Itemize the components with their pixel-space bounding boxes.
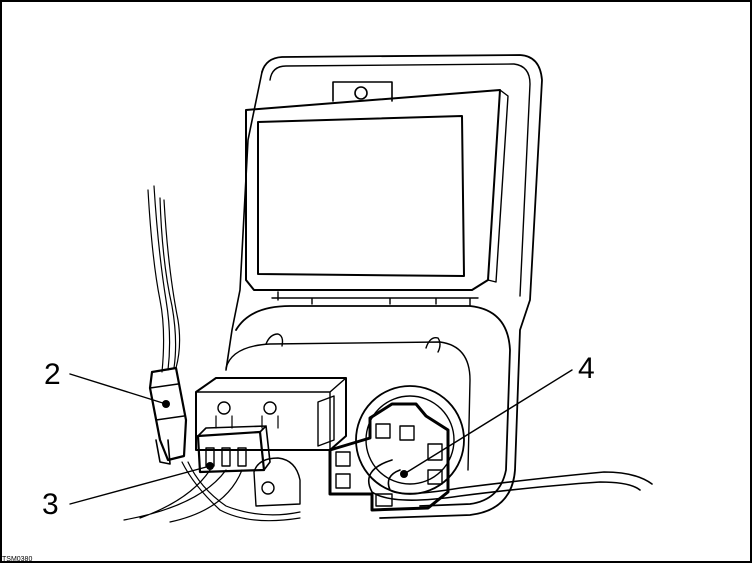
figure-code: TSM0380 — [2, 556, 33, 563]
wire-bundle-lower — [123, 461, 301, 523]
plug-2-body — [148, 366, 188, 462]
top-bracket — [332, 81, 393, 102]
leader-dot-2 — [162, 400, 170, 408]
callout-4-label: 4 — [578, 352, 595, 385]
callout-2-label: 2 — [44, 358, 61, 391]
leader-line-2 — [69, 373, 167, 405]
relay-knob-left-icon — [217, 401, 231, 415]
callout-3-label: 3 — [42, 488, 59, 521]
plug-4-cells — [335, 423, 443, 507]
lower-panel — [235, 305, 511, 507]
leader-line-3 — [69, 465, 211, 505]
housing-outer — [261, 54, 543, 519]
cover-window — [257, 115, 465, 277]
plug-4-body — [328, 402, 450, 512]
relay-block — [195, 377, 347, 451]
cover-side — [487, 89, 509, 283]
plug-2-ring — [149, 383, 185, 421]
relay-side-tab — [317, 395, 335, 447]
leader-dot-3 — [206, 462, 214, 470]
relay-bracket — [253, 457, 301, 507]
wire-bundle-upper — [147, 185, 181, 373]
housing-inner-edge — [269, 63, 531, 297]
cover-hinge — [271, 291, 479, 307]
plug-3-latch — [197, 425, 271, 471]
relay-terminals — [215, 415, 279, 429]
housing-left-side — [225, 71, 263, 371]
panel-bracket-left — [265, 333, 284, 347]
leader-line-4 — [403, 369, 573, 475]
plug-2-tip — [155, 439, 171, 465]
panel-bracket-right — [425, 337, 441, 353]
bracket-bolt-icon — [261, 481, 275, 495]
cable-4 — [367, 459, 653, 501]
bracket-screw-icon — [354, 86, 368, 100]
relay-knob-right-icon — [263, 401, 277, 415]
relay-block-top — [195, 377, 347, 451]
leader-dot-4 — [400, 470, 408, 478]
